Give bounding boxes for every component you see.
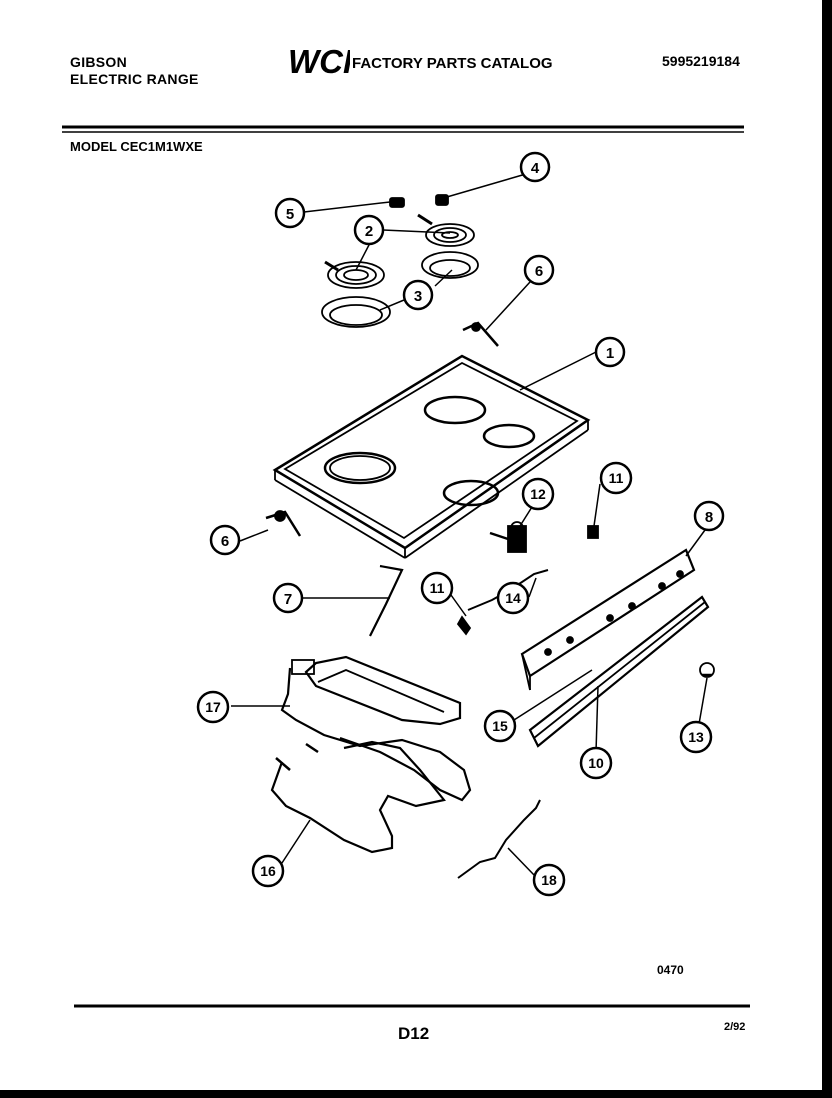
catalog-number: 5995219184 <box>662 53 740 69</box>
scan-edge-right <box>822 0 832 1098</box>
svg-text:10: 10 <box>588 755 604 771</box>
brand-name: GIBSON <box>70 54 128 70</box>
svg-text:6: 6 <box>535 263 543 280</box>
svg-text:3: 3 <box>414 288 422 305</box>
callout-10: 10 <box>579 746 613 780</box>
svg-text:11: 11 <box>609 470 624 486</box>
cooktop-main-top <box>272 354 591 559</box>
brand-block: GIBSON ELECTRIC RANGE <box>70 54 199 88</box>
callout-2: 2 <box>353 214 385 246</box>
svg-text:4: 4 <box>531 160 540 177</box>
svg-text:2: 2 <box>365 223 373 240</box>
callout-15: 15 <box>483 709 517 743</box>
svg-text:5: 5 <box>286 206 294 223</box>
callout-1: 1 <box>594 336 626 368</box>
product-name: ELECTRIC RANGE <box>70 71 199 87</box>
callout-5: 5 <box>274 197 306 229</box>
callout-6-upper: 6 <box>523 254 555 286</box>
catalog-title: FACTORY PARTS CATALOG <box>352 55 553 72</box>
callout-14: 14 <box>496 581 530 615</box>
hinge-right <box>462 321 499 347</box>
callout-18: 18 <box>532 863 566 897</box>
callout-16: 16 <box>251 854 285 888</box>
callout-12: 12 <box>521 477 555 511</box>
callout-6-lower: 6 <box>209 524 241 556</box>
surface-element-small <box>417 213 475 247</box>
svg-text:12: 12 <box>530 486 546 502</box>
callout-17: 17 <box>196 690 230 724</box>
svg-text:11: 11 <box>430 580 445 596</box>
callout-4: 4 <box>519 151 551 183</box>
diagram-code: 0470 <box>657 963 684 977</box>
model-number: MODEL CEC1M1WXE <box>70 139 203 154</box>
callout-8: 8 <box>693 500 725 532</box>
revision-date: 2/92 <box>724 1021 746 1033</box>
control-panel-rail <box>520 548 696 691</box>
wire-harness <box>369 564 404 637</box>
logo-text: WCI <box>288 44 350 78</box>
svg-text:8: 8 <box>705 509 713 526</box>
callout-13: 13 <box>679 720 713 754</box>
svg-text:7: 7 <box>284 591 292 608</box>
bake-element <box>280 655 472 802</box>
callout-11-upper: 11 <box>599 461 633 495</box>
leader-lines <box>231 166 708 877</box>
svg-text:14: 14 <box>505 590 521 606</box>
svg-text:1: 1 <box>606 345 614 362</box>
callout-7: 7 <box>272 582 304 614</box>
wci-logo: WCI <box>288 43 353 83</box>
control-knob-upper <box>587 525 599 539</box>
wci-logo-mark: WCI <box>288 43 353 80</box>
broil-element <box>270 740 446 854</box>
svg-text:15: 15 <box>492 718 508 734</box>
svg-text:16: 16 <box>260 863 276 879</box>
svg-text:18: 18 <box>541 872 557 888</box>
element-receptacle <box>389 197 405 208</box>
scan-edge-bottom <box>0 1090 832 1098</box>
drip-pan-small <box>421 251 479 279</box>
indicator-light <box>699 662 715 678</box>
svg-text:17: 17 <box>205 699 221 715</box>
trim-strip <box>528 595 710 748</box>
infinite-switch <box>489 521 527 553</box>
surface-element-large <box>324 260 385 289</box>
hinge-left <box>265 510 302 537</box>
drip-pan-large <box>321 296 391 328</box>
svg-text:6: 6 <box>221 533 229 550</box>
oven-wire <box>457 799 541 879</box>
callout-3: 3 <box>402 279 434 311</box>
callout-11-lower: 11 <box>420 571 454 605</box>
control-knob-lower <box>456 615 472 636</box>
page-identifier: D12 <box>398 1024 430 1043</box>
svg-text:13: 13 <box>688 729 704 745</box>
